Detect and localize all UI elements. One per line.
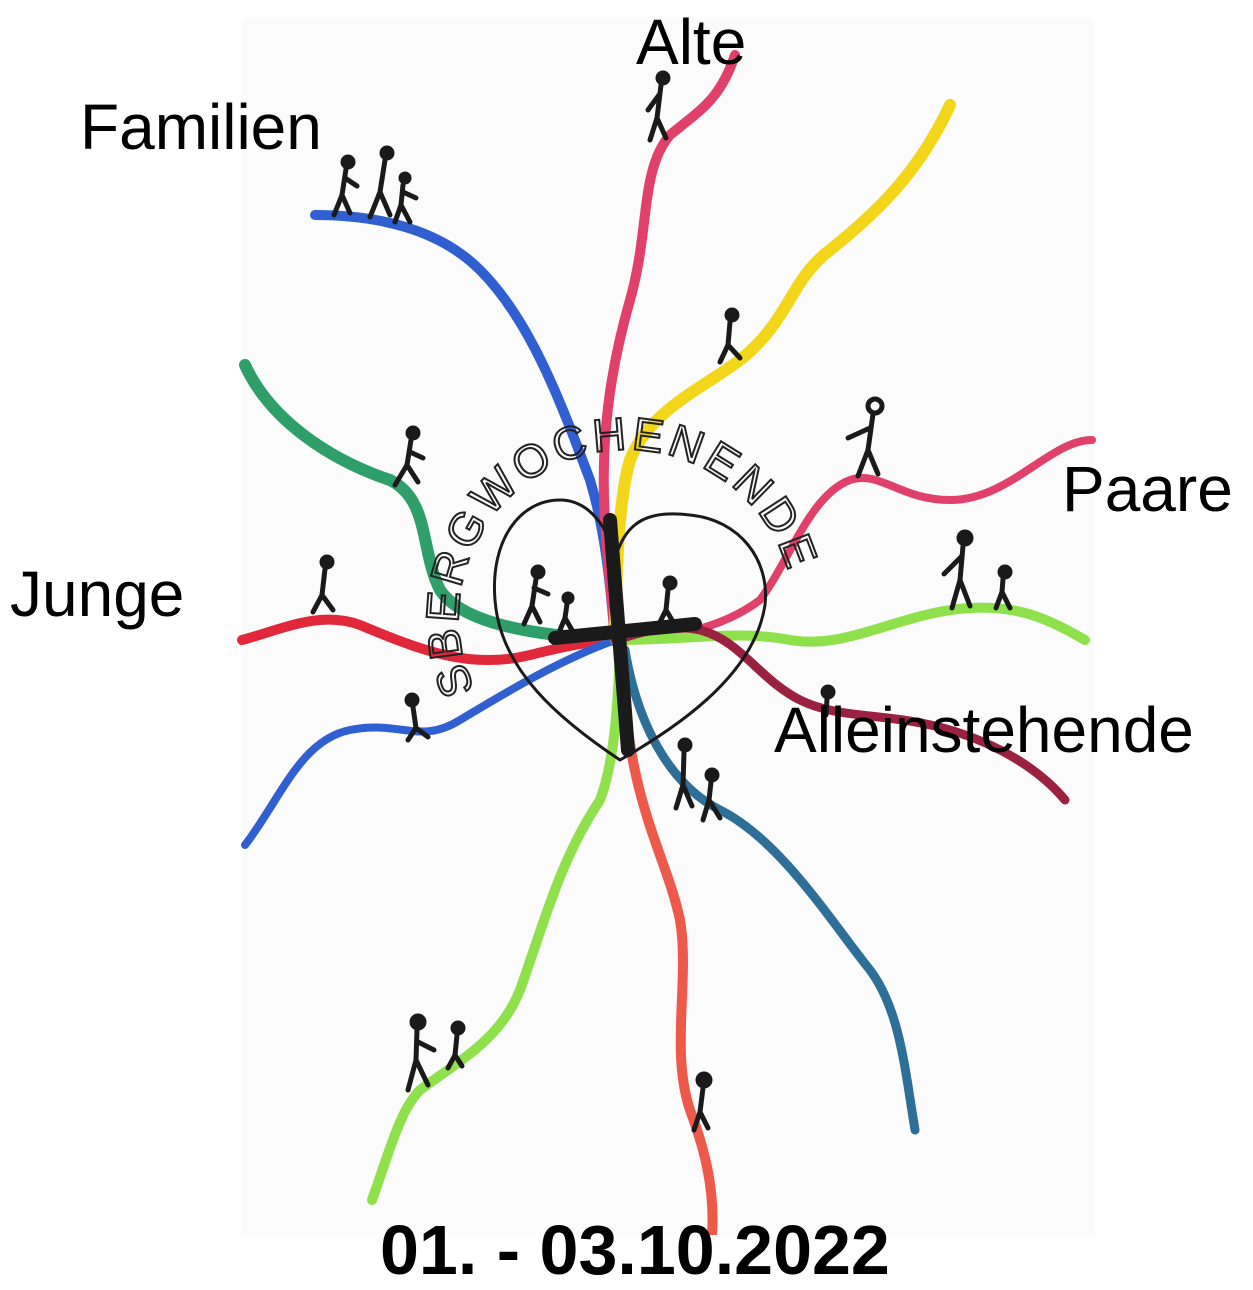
path-lime-left <box>367 645 625 1205</box>
figure-center-lower <box>673 737 723 823</box>
figure-paare-elder <box>845 396 885 479</box>
path-junge <box>237 614 620 666</box>
path-petrol <box>620 645 920 1135</box>
figure-alte <box>645 70 671 143</box>
label-paare: Paare <box>1062 453 1233 525</box>
path-paare <box>611 436 1096 644</box>
cross <box>548 513 702 757</box>
label-alleinstehende: Alleinstehende <box>774 694 1194 766</box>
path-salmon <box>617 645 718 1235</box>
figure-heart-right <box>657 575 678 625</box>
event-date: 01. - 03.10.2022 <box>380 1211 890 1289</box>
figure-familien <box>331 145 419 225</box>
artwork: SBERGWOCHENENDE <box>237 50 1096 1235</box>
label-alte: Alte <box>636 6 747 78</box>
figure-lime-left <box>405 1013 466 1093</box>
figure-heart-left <box>521 564 575 633</box>
figure-yellow <box>717 307 743 365</box>
path-teal <box>239 359 621 646</box>
figure-salmon <box>691 1071 713 1133</box>
figure-junge <box>310 554 336 615</box>
label-junge: Junge <box>10 558 185 630</box>
stick-figures <box>310 70 1013 1133</box>
figure-blue-lower <box>404 692 431 743</box>
path-blue-lower <box>241 636 619 849</box>
label-familien: Familien <box>80 91 322 163</box>
figure-teal <box>392 425 426 488</box>
figure-alleinstehende <box>820 684 836 718</box>
figure-paare-couple <box>941 529 1013 611</box>
